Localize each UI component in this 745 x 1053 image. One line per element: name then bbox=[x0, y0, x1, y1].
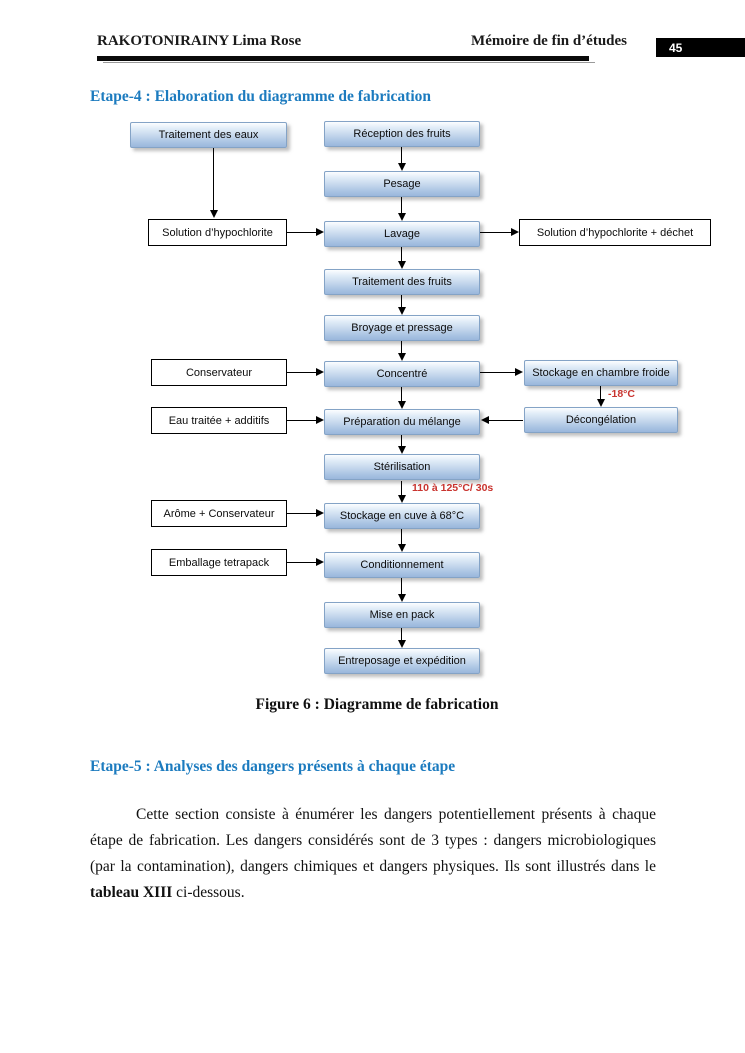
flow-node-pesage: Pesage bbox=[324, 171, 480, 197]
flow-node-eau-traitee: Eau traitée + additifs bbox=[151, 407, 287, 434]
arrowhead bbox=[511, 228, 519, 236]
fabrication-flowchart: Traitement des eaux Réception des fruits… bbox=[130, 121, 711, 674]
paragraph-text-end: ci-dessous. bbox=[172, 883, 245, 901]
arrowhead bbox=[398, 401, 406, 409]
arrowhead bbox=[398, 446, 406, 454]
arrowhead bbox=[398, 495, 406, 503]
figure-caption: Figure 6 : Diagramme de fabrication bbox=[255, 696, 499, 713]
header-doc-title: Mémoire de fin d’études bbox=[471, 33, 627, 49]
arrowhead bbox=[316, 509, 324, 517]
arrowhead bbox=[597, 399, 605, 407]
flow-node-mise-en-pack: Mise en pack bbox=[324, 602, 480, 628]
paragraph-bold-reference: tableau XIII bbox=[90, 883, 173, 901]
flow-node-solution-dechet: Solution d’hypochlorite + déchet bbox=[519, 219, 711, 246]
heading-etape-4: Etape-4 : Elaboration du diagramme de fa… bbox=[90, 88, 431, 105]
flow-node-stockage-froide: Stockage en chambre froide bbox=[524, 360, 678, 386]
arrowhead bbox=[515, 368, 523, 376]
arrow-arome-stockage-cuve bbox=[287, 513, 316, 514]
arrowhead bbox=[398, 544, 406, 552]
arrow-mise-en-pack-entreposage bbox=[401, 628, 402, 640]
arrowhead bbox=[398, 640, 406, 648]
heading-etape-5: Etape-5 : Analyses des dangers présents … bbox=[90, 758, 456, 775]
arrowhead bbox=[398, 261, 406, 269]
annotation-temp-chambre: -18°C bbox=[608, 388, 635, 400]
arrowhead bbox=[316, 416, 324, 424]
header-rule-thin bbox=[103, 62, 595, 63]
flow-node-preparation: Préparation du mélange bbox=[324, 409, 480, 435]
arrowhead bbox=[316, 228, 324, 236]
arrow-concentre-stockage-froide bbox=[480, 372, 515, 373]
arrowhead bbox=[316, 558, 324, 566]
arrow-decongelation-preparation bbox=[489, 420, 523, 421]
header-rule-thick bbox=[97, 56, 589, 61]
arrow-lavage-traitement bbox=[401, 247, 402, 261]
arrowhead bbox=[210, 210, 218, 218]
arrow-pesage-lavage bbox=[401, 197, 402, 213]
page-number-badge: 45 bbox=[656, 38, 745, 57]
arrowhead bbox=[398, 594, 406, 602]
arrowhead bbox=[398, 353, 406, 361]
arrow-emballage-conditionnement bbox=[287, 562, 316, 563]
flow-node-stockage-cuve: Stockage en cuve à 68°C bbox=[324, 503, 480, 529]
flow-node-solution-hypochlorite: Solution d’hypochlorite bbox=[148, 219, 287, 246]
arrow-conservateur-concentre bbox=[287, 372, 316, 373]
arrow-preparation-sterilisation bbox=[401, 435, 402, 446]
flow-node-arome: Arôme + Conservateur bbox=[151, 500, 287, 527]
flow-node-conditionnement: Conditionnement bbox=[324, 552, 480, 578]
flow-node-emballage: Emballage tetrapack bbox=[151, 549, 287, 576]
arrow-sterilisation-stockage-cuve bbox=[401, 481, 402, 495]
arrowhead bbox=[316, 368, 324, 376]
flow-node-traitement-fruits: Traitement des fruits bbox=[324, 269, 480, 295]
arrow-solution-lavage bbox=[287, 232, 316, 233]
flow-node-entreposage: Entreposage et expédition bbox=[324, 648, 480, 674]
arrow-traitement-broyage bbox=[401, 295, 402, 307]
arrow-stockage-cuve-conditionnement bbox=[401, 529, 402, 544]
arrow-broyage-concentre bbox=[401, 341, 402, 353]
flow-node-broyage: Broyage et pressage bbox=[324, 315, 480, 341]
arrow-conditionnement-mise-en-pack bbox=[401, 578, 402, 594]
arrowhead bbox=[398, 213, 406, 221]
arrow-lavage-solution-dechet bbox=[480, 232, 511, 233]
arrow-eau-traitee-preparation bbox=[287, 420, 316, 421]
arrowhead bbox=[398, 307, 406, 315]
arrow-concentre-preparation bbox=[401, 387, 402, 401]
header-author: RAKOTONIRAINY Lima Rose bbox=[97, 33, 302, 49]
flow-node-decongelation: Décongélation bbox=[524, 407, 678, 433]
flow-node-traitement-eaux: Traitement des eaux bbox=[130, 122, 287, 148]
flow-node-concentre: Concentré bbox=[324, 361, 480, 387]
body-paragraph: Cette section consiste à énumérer les da… bbox=[90, 802, 656, 906]
flow-node-sterilisation: Stérilisation bbox=[324, 454, 480, 480]
flow-node-lavage: Lavage bbox=[324, 221, 480, 247]
paragraph-text: Cette section consiste à énumérer les da… bbox=[90, 805, 656, 875]
arrow-stockage-froide-decongelation bbox=[600, 386, 601, 399]
flow-node-conservateur: Conservateur bbox=[151, 359, 287, 386]
arrowhead bbox=[481, 416, 489, 424]
flow-node-reception: Réception des fruits bbox=[324, 121, 480, 147]
arrow-traitement-eaux-solution bbox=[213, 148, 214, 210]
annotation-temp-sterilisation: 110 à 125°C/ 30s bbox=[412, 482, 494, 494]
arrow-reception-pesage bbox=[401, 147, 402, 163]
arrowhead bbox=[398, 163, 406, 171]
